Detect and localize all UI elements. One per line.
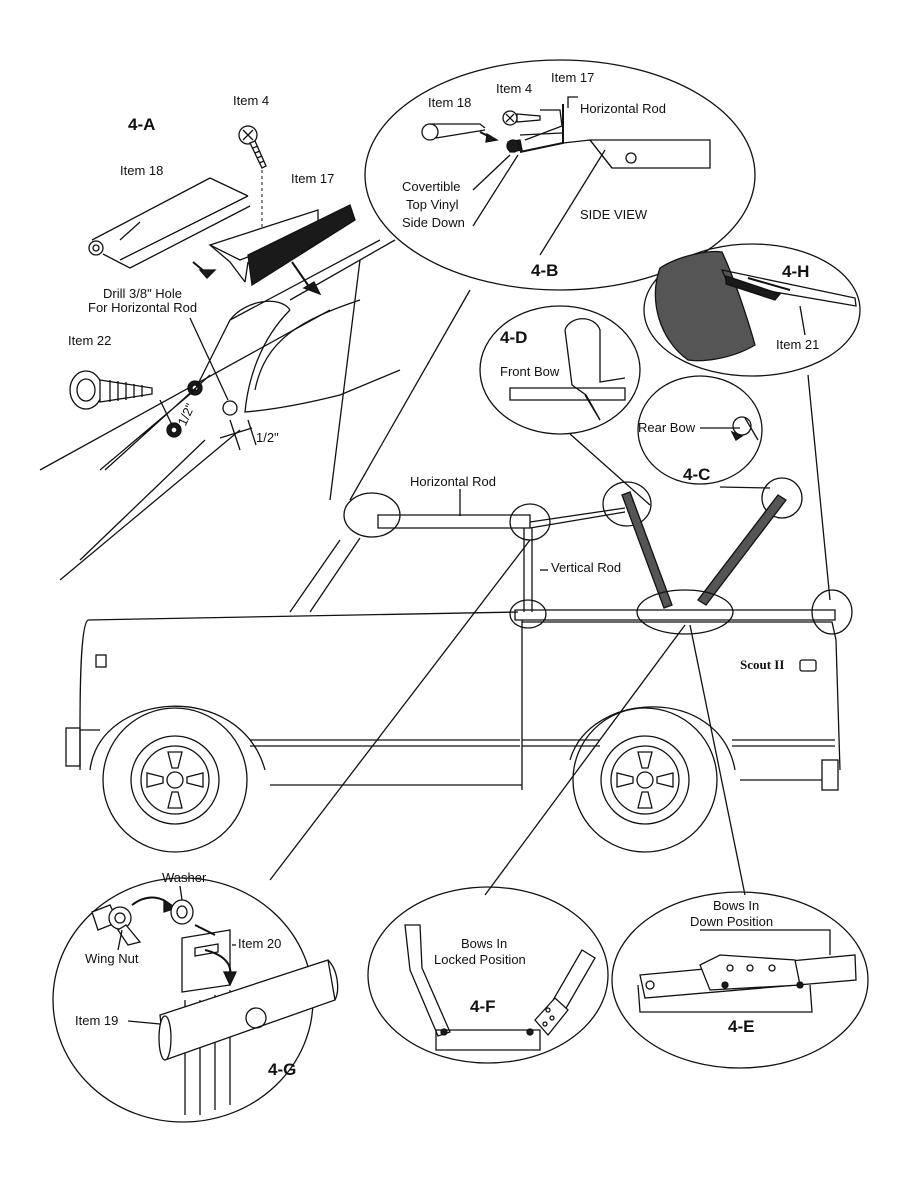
detail-4b: 4-B Item 18 Item 4 Item 17 Horizontal Ro…	[364, 59, 756, 291]
label-washer: Washer	[162, 870, 207, 885]
marker-light-rear	[799, 659, 817, 672]
label-drill-line1: Drill 3/8" Hole	[103, 286, 182, 301]
label-covertible-2: Top Vinyl	[406, 197, 459, 212]
label-bows-locked-2: Locked Position	[434, 952, 526, 967]
circle-rear-corner	[811, 589, 853, 635]
callout-4a: 4-A	[128, 115, 155, 134]
label-front-bow: Front Bow	[500, 364, 560, 379]
circle-vertical-base	[509, 599, 547, 629]
label-rear-bow: Rear Bow	[638, 420, 696, 435]
bolt-item22	[69, 370, 153, 410]
callout-4d: 4-D	[500, 328, 527, 347]
callout-4c: 4-C	[683, 465, 710, 484]
label-item22: Item 22	[68, 333, 111, 348]
label-drill-line2: For Horizontal Rod	[88, 300, 197, 315]
label-item4-a: Item 4	[233, 93, 269, 108]
label-vertical-rod: Vertical Rod	[551, 560, 621, 575]
callout-circle-4b	[364, 59, 756, 291]
callout-4g: 4-G	[268, 1060, 296, 1079]
circle-rod-front	[343, 492, 401, 538]
label-item19: Item 19	[75, 1013, 118, 1028]
label-bows-down-1: Bows In	[713, 898, 759, 913]
drill-hole	[222, 400, 238, 416]
callout-circle-4e	[611, 891, 869, 1069]
washer	[170, 899, 194, 925]
badge-scout: Scout II	[740, 657, 784, 672]
detail-4c: Rear Bow 4-C	[637, 375, 771, 489]
callout-circle-4c	[637, 375, 763, 485]
rear-bumper	[821, 759, 839, 791]
circle-bow-base	[636, 589, 734, 635]
screw-item4-a	[238, 125, 267, 169]
callout-4h: 4-H	[782, 262, 809, 281]
front-bow-bar	[621, 491, 673, 609]
truck-side-view: Horizontal Rod Vertical Rod Scou	[65, 259, 853, 896]
callout-circle-4f	[367, 886, 609, 1064]
vinyl-roll-b	[506, 139, 520, 153]
detail-4f: Bows In Locked Position 4-F	[367, 886, 609, 1064]
detail-4d: 4-D Front Bow	[479, 305, 651, 506]
front-bumper	[65, 727, 81, 767]
label-item4-b: Item 4	[496, 81, 532, 96]
callout-circle-4h	[643, 243, 861, 377]
label-item17-b: Item 17	[551, 70, 594, 85]
label-item20: Item 20	[238, 936, 281, 951]
strip-item18	[88, 177, 251, 269]
detail-4a: 4-A Item 4 Item 18 Item 17	[39, 93, 401, 581]
label-side-view: SIDE VIEW	[580, 207, 648, 222]
detail-4g: Washer Wing Nut Item 20 Item 19 4-G	[52, 870, 339, 1123]
callout-circle-4d	[479, 305, 641, 435]
label-bows-locked-1: Bows In	[461, 936, 507, 951]
label-covertible-3: Side Down	[402, 215, 465, 230]
vinyl-strip	[247, 204, 356, 287]
label-item18-b: Item 18	[428, 95, 471, 110]
label-bows-down-2: Down Position	[690, 914, 773, 929]
callout-4f: 4-F	[470, 997, 496, 1016]
front-wheel	[89, 705, 266, 853]
marker-light-front	[95, 654, 107, 668]
rear-bow-bar	[697, 494, 787, 606]
arrow-down-a1	[198, 269, 217, 279]
horizontal-rod	[377, 514, 531, 529]
callout-4e: 4-E	[728, 1017, 754, 1036]
label-covertible-1: Covertible	[402, 179, 461, 194]
label-item21: Item 21	[776, 337, 819, 352]
callout-4b: 4-B	[531, 261, 558, 280]
label-item17-a: Item 17	[291, 171, 334, 186]
detail-4e: Bows In Down Position 4-E	[611, 891, 869, 1069]
rear-wheel	[569, 706, 736, 853]
label-item18-a: Item 18	[120, 163, 163, 178]
vinyl-panel-4h	[654, 250, 756, 362]
dim-half-inch-b: 1/2"	[256, 430, 279, 445]
label-horizontal-rod-main: Horizontal Rod	[410, 474, 496, 489]
bracket-item20	[181, 929, 231, 993]
wing-nut	[91, 904, 142, 946]
circle-rear-bow	[761, 477, 803, 519]
detail-4h: 4-H Item 21	[643, 243, 861, 601]
label-horizontal-rod-b: Horizontal Rod	[580, 101, 666, 116]
label-wing-nut: Wing Nut	[85, 951, 139, 966]
circle-front-bow	[602, 481, 652, 527]
